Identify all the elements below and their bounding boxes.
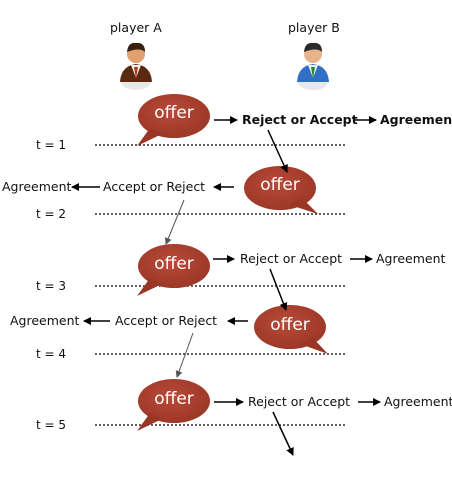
horizontal-arrows xyxy=(71,116,381,406)
offer-text-1: offer xyxy=(154,103,194,123)
time-label-4: t = 4 xyxy=(36,347,67,361)
time-label-3: t = 3 xyxy=(36,279,67,293)
offer-text-5: offer xyxy=(154,389,194,409)
arrow-reject2-to-offer3 xyxy=(165,199,185,245)
reject-accept-5: Reject or Accept xyxy=(248,394,351,409)
offer-bubble-5 xyxy=(137,379,210,431)
offer-text-3: offer xyxy=(154,254,194,274)
avatar-a-icon xyxy=(120,42,152,90)
transition-arrows xyxy=(165,129,294,456)
agreement-1: Agreement xyxy=(380,112,452,127)
time-label-5: t = 5 xyxy=(36,418,67,432)
offer-bubble-1 xyxy=(137,94,210,146)
offer-bubble-3 xyxy=(137,244,210,296)
time-label-1: t = 1 xyxy=(36,138,67,152)
arrow-reject4-to-offer5 xyxy=(175,332,194,378)
offer-text-2: offer xyxy=(260,175,300,195)
offer-bubble-2 xyxy=(244,166,318,214)
agreement-5: Agreement xyxy=(384,394,452,409)
player-a-label: player A xyxy=(110,20,162,35)
accept-reject-4: Accept or Reject xyxy=(115,313,218,328)
reject-accept-3: Reject or Accept xyxy=(240,251,343,266)
arrow-reject3-to-offer4 xyxy=(269,268,288,311)
agreement-3: Agreement xyxy=(376,251,446,266)
offer-text-4: offer xyxy=(270,315,310,335)
time-lines xyxy=(95,144,345,426)
arrow-reject1-to-offer2 xyxy=(267,129,288,173)
arrow-reject5-continue xyxy=(272,411,294,456)
player-b-label: player B xyxy=(288,20,340,35)
agreement-2: Agreement xyxy=(2,179,72,194)
avatar-b-icon xyxy=(297,42,329,90)
agreement-4: Agreement xyxy=(10,313,80,328)
time-label-2: t = 2 xyxy=(36,207,67,221)
accept-reject-2: Accept or Reject xyxy=(103,179,206,194)
reject-accept-1: Reject or Accept xyxy=(242,112,358,127)
offer-bubble-4 xyxy=(254,305,328,354)
